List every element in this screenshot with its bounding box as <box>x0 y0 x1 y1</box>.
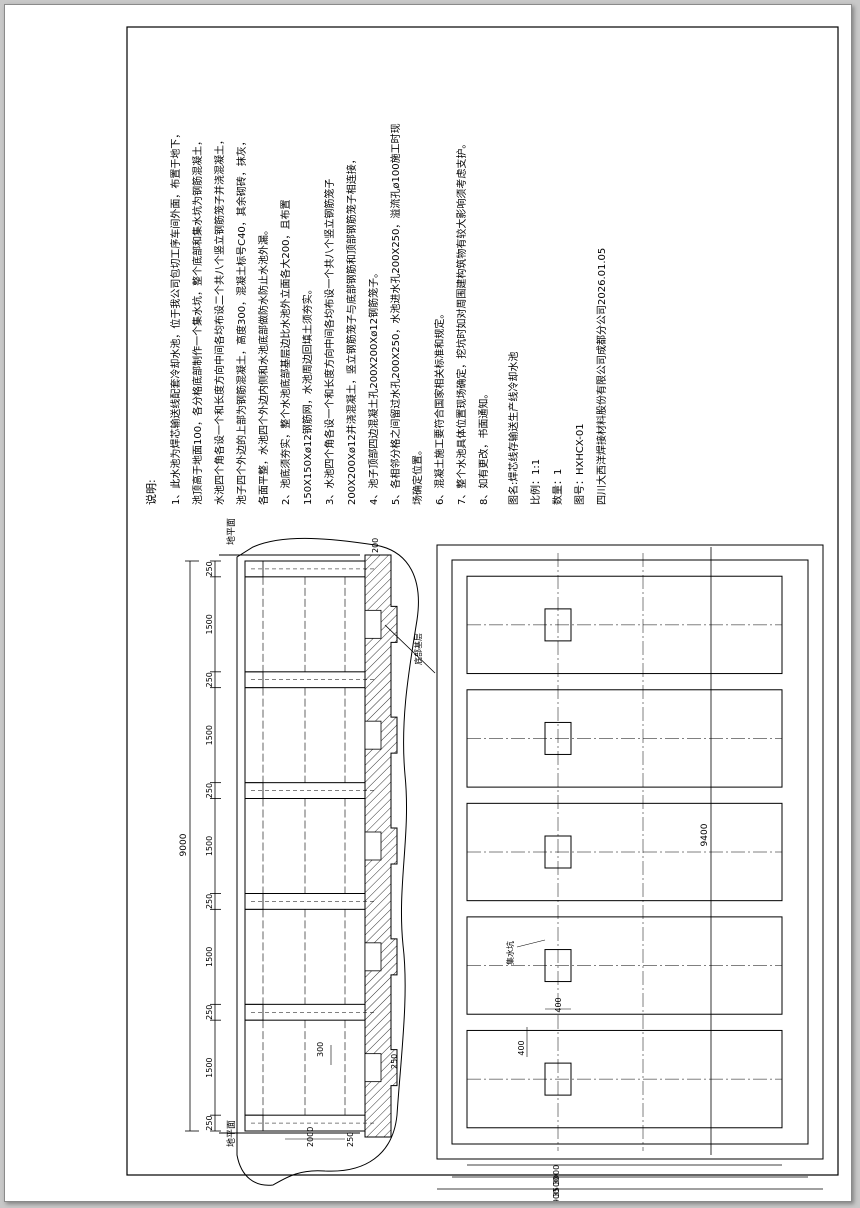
plan-dim-3900: 3900 <box>552 1189 561 1201</box>
sump-section <box>364 609 382 639</box>
plan-cells <box>466 575 783 1129</box>
segment-dim: 1500 <box>205 725 214 745</box>
wall-top-band <box>244 560 264 578</box>
drawing-name: 图名:焊芯线存输送生产线冷却水池 <box>507 352 520 505</box>
technical-drawing: 说明: 1、此水池为焊芯输送线配套冷却水池，位于我公司包切工序车间外面，布置于地… <box>126 26 839 1201</box>
segment-dim: 1500 <box>205 614 214 634</box>
notes-title: 说明: <box>144 479 158 505</box>
svg-text:250: 250 <box>390 1054 399 1069</box>
note-line: 水池四个角各设一个和长度方向中间各均布设二个共八个竖立钢筋笼子并浇混凝土， <box>213 135 226 505</box>
segment-dim: 250 <box>205 561 214 576</box>
plan-view: 9400 3000 3500 3900 集水坑 400 400 <box>436 544 824 1201</box>
svg-text:300: 300 <box>316 1042 325 1057</box>
note-line: 2、池底须夯实，整个水池底部基层边比水池外立面各大200，且布置 <box>279 200 292 505</box>
section-view: 地平面 地平面 9000 250 1500 250 1500 250 1500 250 150… <box>179 518 436 1186</box>
section-segment-dims: 250 1500 250 1500 250 1500 250 1500 250 1500 250 <box>205 560 221 1132</box>
dim-300: 300 <box>316 1042 325 1057</box>
svg-text:1500: 1500 <box>205 1057 214 1077</box>
svg-text:250: 250 <box>205 561 214 576</box>
svg-text:250: 250 <box>205 783 214 798</box>
plan-dim-3000: 3000 <box>552 1165 561 1185</box>
note-line: 8、如有更改，书面通知。 <box>477 389 490 505</box>
plan-dim-3500: 3500 <box>552 1177 561 1197</box>
segment-dim: 1500 <box>205 1057 214 1077</box>
svg-text:3500: 3500 <box>552 1177 561 1197</box>
svg-text:1500: 1500 <box>205 947 214 967</box>
svg-text:9400: 9400 <box>700 823 710 846</box>
svg-text:250: 250 <box>205 1115 214 1130</box>
segment-dim: 250 <box>205 894 214 909</box>
svg-text:集水坑: 集水坑 <box>505 941 515 965</box>
svg-text:250: 250 <box>205 672 214 687</box>
wall-top-band <box>244 782 264 799</box>
svg-text:底部基层: 底部基层 <box>413 633 423 665</box>
dim-200: 200 <box>371 538 380 553</box>
drawing-number: 图号：HXHCX-01 <box>574 423 586 505</box>
wall-top-band <box>244 671 264 689</box>
section-total-dim: 9000 <box>179 833 189 856</box>
sump-section <box>364 1053 382 1083</box>
sump-dim-400-a: 400 <box>517 1040 526 1055</box>
svg-text:3000: 3000 <box>552 1165 561 1185</box>
drawing-quantity: 数量：1 <box>551 469 564 505</box>
svg-text:9000: 9000 <box>179 833 189 856</box>
wall-top-band <box>244 1114 264 1132</box>
svg-text:1500: 1500 <box>205 836 214 856</box>
company-date: 四川大西洋焊接材料股份有限公司成都分公司2026.01.05 <box>595 248 608 505</box>
note-line: 各面平整，水池四个外边内侧和水池底部做防水防止水池外漏。 <box>257 225 270 505</box>
svg-text:400: 400 <box>554 997 563 1012</box>
svg-text:250: 250 <box>205 894 214 909</box>
note-line: 7、整个水池具体位置现场确定，挖坑时如对周围建构筑物有较大影响须考虑支护。 <box>455 139 468 505</box>
dim-2000: 2000 <box>306 1127 315 1147</box>
svg-text:400: 400 <box>517 1040 526 1055</box>
svg-text:250: 250 <box>205 1005 214 1020</box>
svg-text:地平面: 地平面 <box>225 518 237 545</box>
svg-text:2000: 2000 <box>306 1127 315 1147</box>
soil-outline <box>236 537 419 1186</box>
sump-section <box>364 831 382 861</box>
segment-dim: 1500 <box>205 836 214 856</box>
svg-text:250: 250 <box>346 1132 355 1147</box>
svg-text:地平面: 地平面 <box>225 1120 237 1147</box>
sump-label: 集水坑 <box>505 941 515 965</box>
note-line: 3、水池四个角各设一个和长度方向中间各均布设一个共八个竖立钢筋笼子 <box>323 179 336 505</box>
segment-dim: 250 <box>205 1005 214 1020</box>
sump-dim-400-b: 400 <box>554 997 563 1012</box>
note-line: 5、各相邻分格之间留过水孔200X250，水池进水孔200X250，溢流孔ø10… <box>389 123 402 505</box>
note-line: 4、池子顶部四边混凝土孔200X200Xø12钢筋笼子。 <box>367 268 380 505</box>
notes-block: 说明: 1、此水池为焊芯输送线配套冷却水池，位于我公司包切工序车间外面，布置于地… <box>144 123 608 505</box>
dim-250-small: 250 <box>390 1054 399 1069</box>
note-line: 150X150Xø12钢筋网，水池周边回填土须夯实。 <box>301 284 314 505</box>
svg-text:200: 200 <box>371 538 380 553</box>
note-line: 池子四个外边的上部为钢筋混凝土，高度300，混凝土标号C40，其余砌砖，抹灰， <box>235 136 248 505</box>
svg-text:3900: 3900 <box>552 1189 561 1201</box>
note-line: 1、此水池为焊芯输送线配套冷却水池，位于我公司包切工序车间外面，布置于地下， <box>169 129 182 505</box>
plan-total-dim: 9400 <box>700 823 710 846</box>
note-line: 池顶高于地面100，各分格底部制作一个集水坑，整个底部和集水坑为钢筋混凝土， <box>191 136 204 505</box>
wall-top-band <box>244 893 264 910</box>
segment-dim: 250 <box>205 672 214 687</box>
drawing-scale: 比例：1:1 <box>529 459 542 505</box>
segment-dim: 250 <box>205 1115 214 1130</box>
ground-label-bottom: 地平面 <box>225 1120 237 1147</box>
plan-outer <box>436 544 824 1160</box>
note-line: 6、混凝土施工要符合国家相关标准和规定。 <box>433 309 446 505</box>
svg-text:1500: 1500 <box>205 725 214 745</box>
dim-250-side: 250 <box>346 1132 355 1147</box>
drawing-frame <box>126 26 839 1176</box>
sump-section <box>364 720 382 750</box>
plan-inner <box>451 559 809 1145</box>
wall-top-band <box>244 1003 264 1021</box>
note-line: 场确定位置。 <box>411 445 424 505</box>
drawing-page: 说明: 1、此水池为焊芯输送线配套冷却水池，位于我公司包切工序车间外面，布置于地… <box>4 4 852 1202</box>
note-line: 200X200Xø12并浇混凝土，竖立钢筋笼子与底部钢筋和顶部钢筋笼子相连接， <box>345 154 358 505</box>
walls <box>244 560 382 1132</box>
base-layer-label: 底部基层 <box>413 633 423 665</box>
svg-text:1500: 1500 <box>205 614 214 634</box>
ground-label-top: 地平面 <box>225 518 237 545</box>
sump-section <box>364 942 382 972</box>
segment-dim: 1500 <box>205 947 214 967</box>
segment-dim: 250 <box>205 783 214 798</box>
